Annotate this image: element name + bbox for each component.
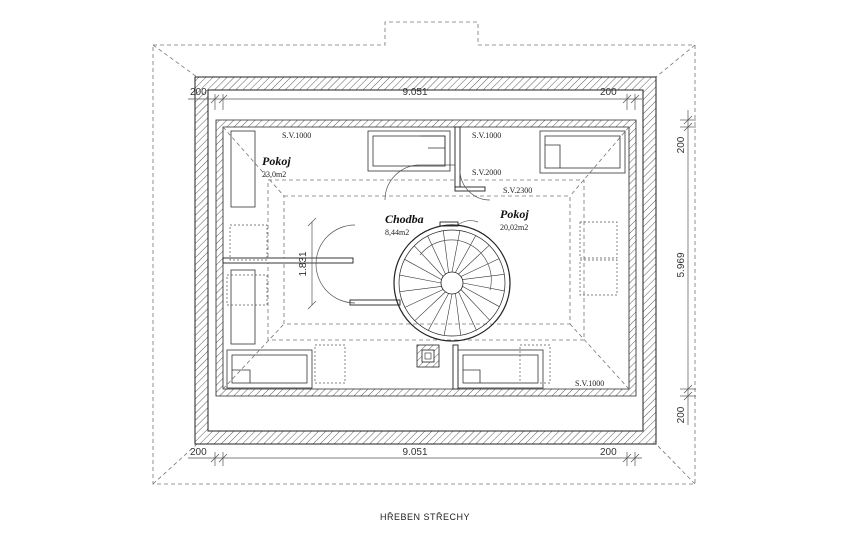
stair-tread	[462, 274, 505, 280]
sv-label-4: S.V.2300	[503, 186, 532, 195]
stair-tread	[404, 259, 442, 280]
stair-tread	[451, 230, 461, 273]
top-left-dim: 200	[190, 87, 207, 98]
stair-tread	[443, 230, 449, 273]
skylight-bottom-right	[457, 344, 551, 389]
outer-walls	[194, 76, 657, 445]
stair-tread	[458, 291, 477, 331]
stair-tread	[427, 235, 446, 275]
stair-tread	[428, 293, 449, 331]
roof-outline	[152, 21, 696, 485]
sv-label-1: S.V.1000	[282, 131, 311, 140]
stair-tread	[414, 245, 444, 277]
side-window-left-mid	[229, 224, 268, 261]
skylight-top-right	[539, 130, 626, 174]
bottom-left-dim: 200	[190, 447, 207, 458]
sv-label-5: S.V.1000	[575, 379, 604, 388]
top-dimension: 200 9.051 200	[188, 87, 642, 110]
top-width-dim: 9.051	[402, 87, 427, 98]
stair-tread	[462, 282, 505, 292]
stair-tread	[443, 293, 453, 336]
room-area-2: 8,44m2	[385, 228, 409, 237]
stair-tread	[455, 235, 476, 273]
bottom-dimension: 200 9.051 200	[188, 447, 642, 466]
top-right-dim: 200	[600, 87, 617, 98]
right-bottom-dim: 200	[676, 406, 687, 423]
bottom-right-dim: 200	[600, 447, 617, 458]
bottom-width-dim: 9.051	[402, 447, 427, 458]
skylight-bottom-left	[226, 344, 346, 389]
stair-tread	[399, 286, 442, 292]
stair-dim-label: 1.831	[298, 251, 309, 276]
stair-tread	[399, 274, 442, 284]
right-top-dim: 200	[676, 136, 687, 153]
side-window-right	[579, 221, 618, 296]
stair-tread	[455, 293, 461, 336]
stair-dimension: 1.831	[298, 217, 317, 310]
side-window-left-bottom	[226, 269, 268, 345]
sv-labels: S.V.1000 S.V.1000 S.V.2000 S.V.2300 S.V.…	[282, 131, 604, 388]
stair-tread	[414, 291, 446, 321]
stair-tread	[460, 289, 490, 321]
room-area-1: 23,0m2	[262, 170, 286, 179]
drawing-caption: HŘEBEN STŘECHY	[380, 512, 470, 522]
side-window-left-top	[230, 130, 256, 208]
stair-tread	[462, 286, 500, 307]
room-name-3: Pokoj	[500, 207, 529, 221]
chimney	[416, 344, 440, 368]
stair-tread	[460, 258, 500, 277]
room-area-3: 20,02m2	[500, 223, 528, 232]
partition-walls	[222, 126, 486, 390]
room-name-2: Chodba	[385, 212, 424, 226]
skylight-top-left	[367, 130, 451, 172]
doors	[315, 164, 491, 304]
room-labels: Pokoj 23,0m2 Chodba 8,44m2 Pokoj 20,02m2	[262, 154, 529, 237]
sv-label-2: S.V.1000	[472, 131, 501, 140]
sv-label-3: S.V.2000	[472, 168, 501, 177]
stair-tread	[458, 245, 490, 275]
skylights	[226, 130, 626, 389]
stair-tread	[404, 289, 444, 308]
spiral-staircase	[393, 224, 511, 342]
room-name-1: Pokoj	[262, 154, 291, 168]
right-height-dim: 5.969	[676, 252, 687, 277]
right-dimension: 200 5.969 200	[676, 110, 696, 425]
